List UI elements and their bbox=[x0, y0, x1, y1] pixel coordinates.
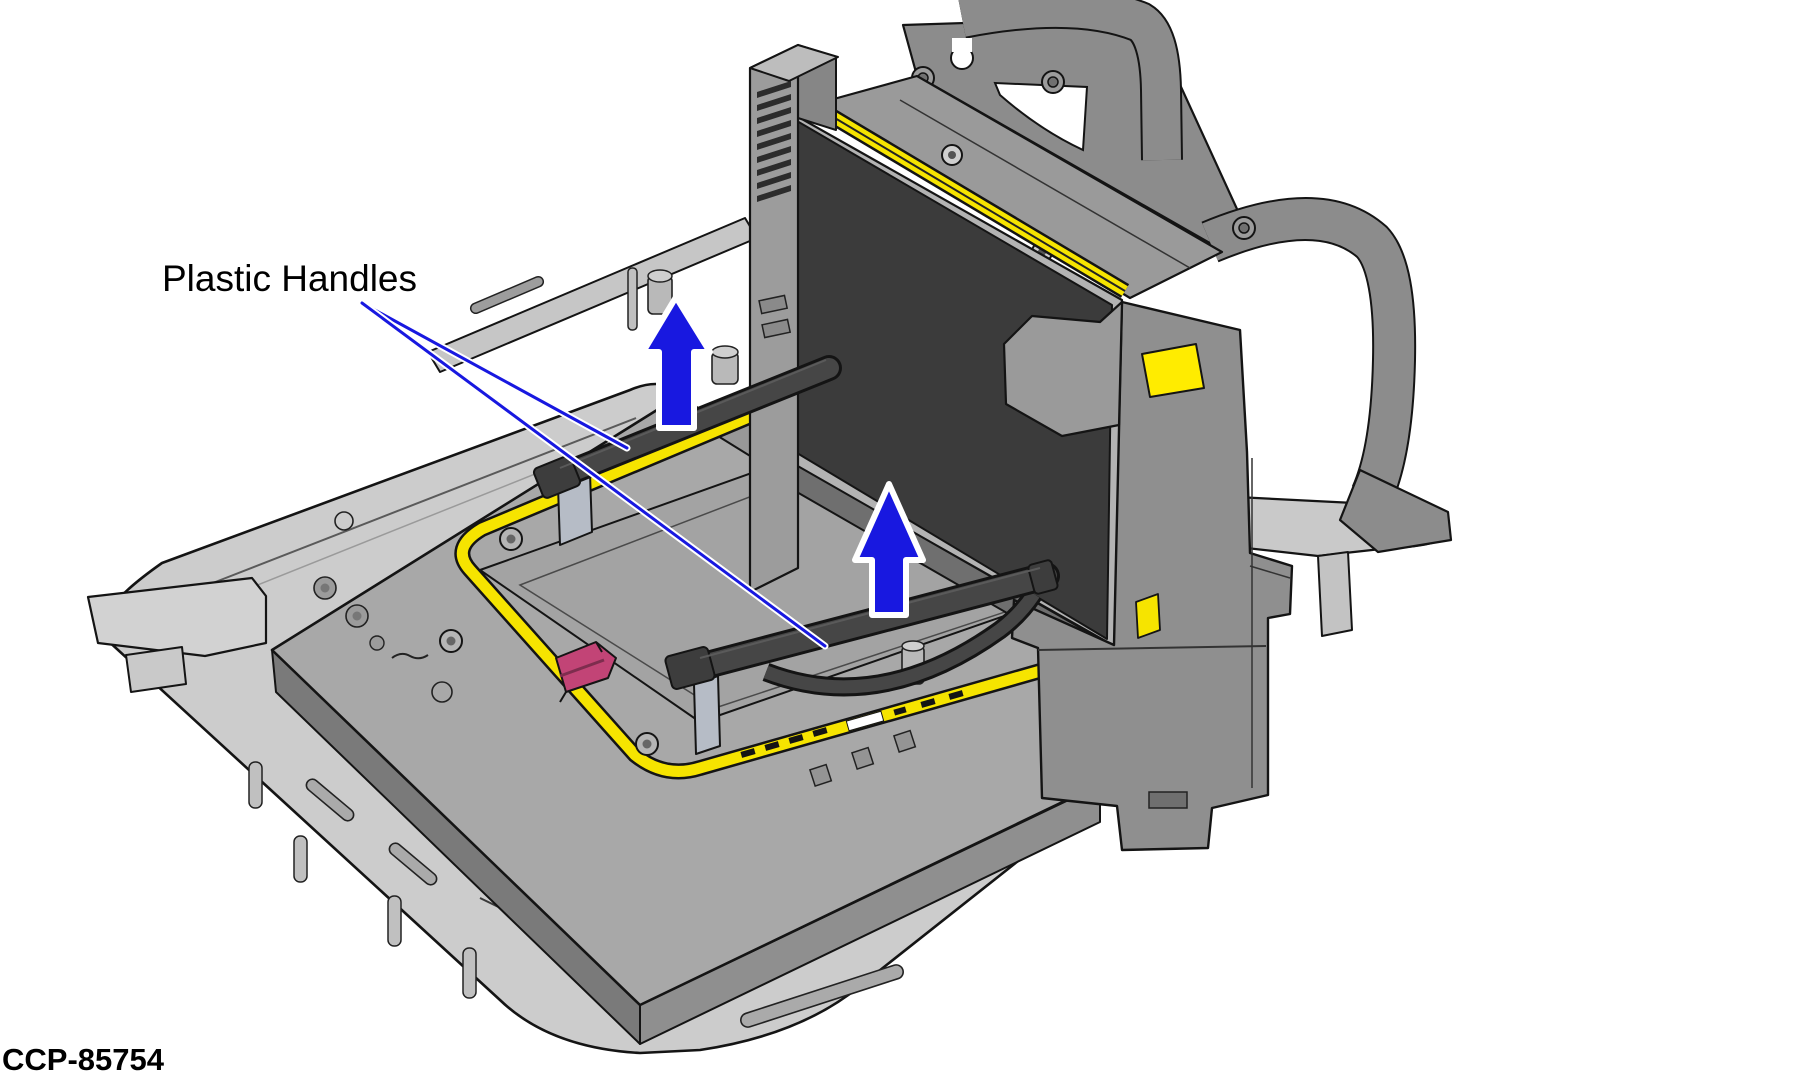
tower-column bbox=[748, 43, 839, 594]
leader-line-2 bbox=[358, 299, 829, 650]
bumper-screws bbox=[439, 527, 659, 756]
bracket-arm-right bbox=[1202, 199, 1415, 504]
bracket-arm-left bbox=[958, 0, 1181, 161]
tower-yellow-corner bbox=[1141, 343, 1205, 398]
bumper-peek bbox=[1135, 593, 1161, 639]
column-top bbox=[749, 44, 839, 82]
rim-stamps bbox=[313, 511, 453, 703]
annotations: Plastic Handles CCP-85754 bbox=[2, 258, 926, 1075]
front-plastic-handle bbox=[664, 559, 1060, 755]
handle-grip-loop bbox=[763, 590, 1040, 694]
handle-bar bbox=[677, 565, 1057, 681]
mounting-bracket bbox=[901, 0, 1453, 554]
vertical-scanner-window bbox=[775, 92, 1130, 671]
bumper-label-text bbox=[740, 690, 964, 758]
bracket-foot bbox=[1338, 468, 1453, 554]
tower-head-cap bbox=[1002, 300, 1124, 438]
mounting-wing-tab bbox=[86, 576, 268, 658]
standoff-pegs bbox=[248, 761, 477, 999]
release-latch bbox=[555, 641, 617, 703]
leader-line-1 bbox=[358, 299, 631, 452]
figure-code: CCP-85754 bbox=[2, 1042, 165, 1075]
vent-grille bbox=[757, 81, 791, 202]
callout-label: Plastic Handles bbox=[162, 258, 417, 299]
bracket-arch-hole bbox=[993, 81, 1089, 152]
edge-notches bbox=[808, 729, 917, 787]
tower-body bbox=[1002, 300, 1294, 852]
handle-riser bbox=[693, 675, 721, 755]
hinge-pins bbox=[627, 267, 925, 685]
plate-clip bbox=[1317, 551, 1353, 637]
up-arrow-icon bbox=[640, 294, 713, 431]
up-arrow-icon bbox=[852, 481, 926, 618]
